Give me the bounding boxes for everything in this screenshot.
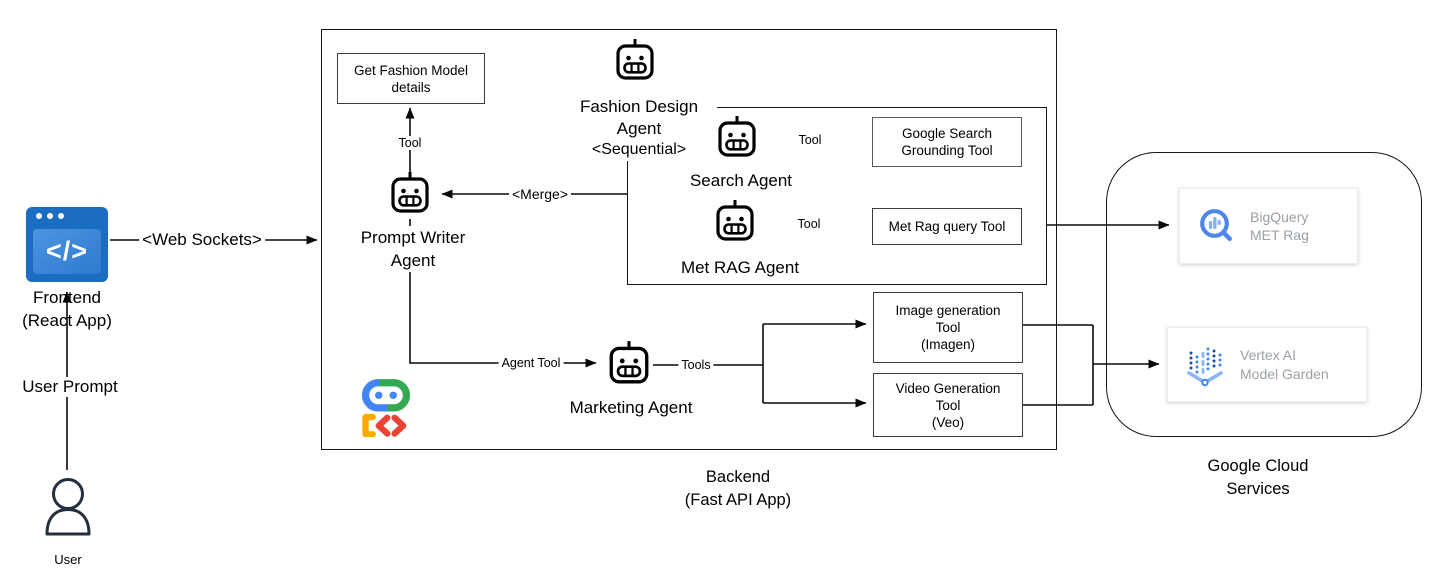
- user-label: User: [54, 552, 82, 567]
- tools-edge-label: Tools: [678, 358, 714, 372]
- image-generation-tool-box: Image generation Tool (Imagen): [873, 292, 1023, 363]
- agent-tool-edge-label: Agent Tool: [498, 356, 564, 370]
- vertex-ai-model-garden-card: Vertex AI Model Garden: [1167, 327, 1367, 402]
- web-sockets-edge-label: <Web Sockets>: [139, 230, 265, 250]
- search-agent-label: Search Agent: [663, 170, 819, 192]
- robot-icon-prompt-writer-agent: [391, 170, 429, 213]
- bigquery-met-rag-card: BigQuery MET Rag: [1179, 188, 1358, 264]
- met-rag-agent-label: Met RAG Agent: [662, 257, 818, 279]
- robot-icon-met-rag-agent: [716, 198, 754, 241]
- tool-edge-label-prompt-writer: Tool: [395, 136, 425, 150]
- robot-icon-marketing-agent: [609, 339, 649, 384]
- adk-logo: [361, 379, 411, 437]
- get-fashion-model-details-box: Get Fashion Model details: [337, 53, 485, 104]
- user-prompt-label: User Prompt: [0, 377, 140, 397]
- fashion-design-agent-label: Fashion Design Agent <Sequential>: [561, 96, 717, 161]
- video-generation-tool-box: Video Generation Tool (Veo): [873, 373, 1023, 437]
- frontend-label: Frontend (React App): [22, 288, 112, 330]
- person-icon: [45, 478, 91, 536]
- met-rag-query-tool-box: Met Rag query Tool: [872, 208, 1022, 245]
- prompt-writer-agent-label: Prompt Writer Agent: [335, 226, 491, 272]
- vertex-ai-icon: [1187, 347, 1223, 386]
- google-search-grounding-tool-box: Google Search Grounding Tool: [872, 117, 1022, 167]
- bigquery-icon: [1200, 209, 1233, 242]
- browser-code-icon: </>: [26, 207, 108, 282]
- robot-icon-search-agent: [718, 114, 756, 157]
- bigquery-card-label: BigQuery MET Rag: [1250, 208, 1309, 244]
- robot-icon-fashion-design-agent: [616, 39, 654, 80]
- code-glyph-icon: </>: [33, 229, 101, 274]
- backend-title: Backend (Fast API App): [684, 468, 792, 509]
- browser-dots-icon: [36, 213, 64, 219]
- marketing-agent-label: Marketing Agent: [553, 397, 709, 419]
- tool-edge-label-met-rag: Tool: [794, 217, 824, 231]
- google-cloud-services-title: Google Cloud Services: [1207, 457, 1309, 498]
- merge-edge-label: <Merge>: [508, 186, 572, 202]
- tool-edge-label-search: Tool: [795, 133, 825, 147]
- vertex-card-label: Vertex AI Model Garden: [1240, 347, 1329, 382]
